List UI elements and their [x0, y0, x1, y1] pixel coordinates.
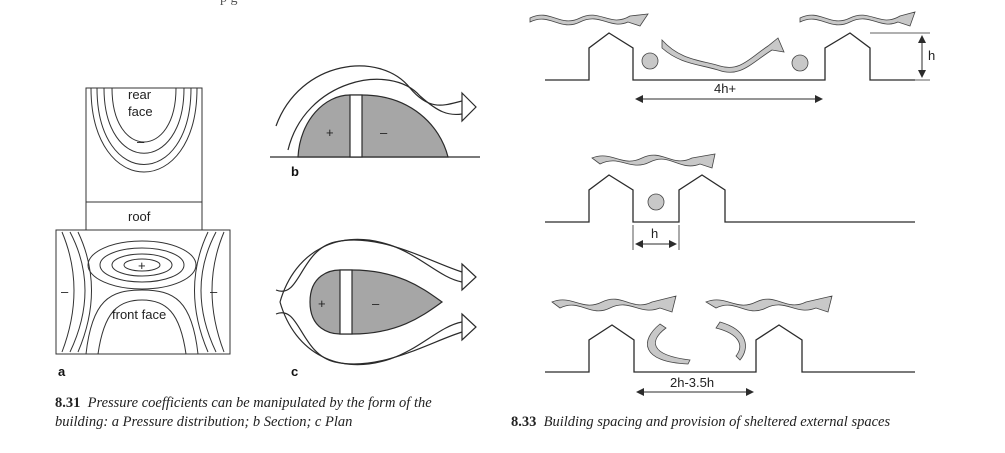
row3-buildings	[545, 324, 915, 373]
label-right-minus: –	[210, 284, 218, 299]
caption-831: 8.31 Pressure coefficients can be manipu…	[55, 394, 495, 432]
plan-building	[339, 269, 353, 335]
label-b-plus: +	[326, 125, 334, 140]
caption-831-line1: Pressure coefficients can be manipulated…	[87, 395, 432, 411]
front-face-box	[55, 229, 231, 355]
top-text-fragment: p g	[220, 0, 238, 7]
section-building	[349, 94, 363, 158]
plan-arrow-head-bottom	[461, 312, 477, 342]
label-rear-minus: –	[137, 134, 145, 149]
caption-831-line2: building: a Pressure distribution; b Sec…	[55, 414, 353, 430]
caption-833: 8.33 Building spacing and provision of s…	[511, 413, 991, 432]
fig-831a-pressure-distribution	[55, 87, 231, 355]
label-front-face: front face	[112, 307, 166, 322]
fig-833-row1	[545, 32, 930, 103]
fig-831b-section	[270, 65, 480, 158]
wind-ribbons-row3	[551, 295, 833, 365]
panel-label-a: a	[58, 364, 66, 379]
row2-buildings	[545, 174, 915, 223]
dim-h-row1: h	[928, 48, 935, 63]
dim-spacing-row3: 2h-3.5h	[670, 375, 714, 390]
fig-831c-plan	[275, 238, 477, 366]
panel-label-b: b	[291, 164, 299, 179]
caption-833-number: 8.33	[511, 414, 537, 430]
label-face: face	[128, 104, 153, 119]
fig-833-row3	[545, 324, 915, 396]
wind-ribbons-row1	[529, 11, 916, 73]
dim-4h-row1: 4h+	[714, 81, 736, 96]
section-shape	[297, 94, 449, 158]
wind-ribbons-row2	[591, 153, 716, 211]
label-b-minus: –	[380, 125, 388, 140]
label-left-minus: –	[61, 284, 69, 299]
label-rear: rear	[128, 87, 152, 102]
row1-buildings	[545, 32, 915, 81]
plan-arrow-head-top	[461, 262, 477, 292]
label-roof: roof	[128, 209, 151, 224]
dim-h-row2: h	[651, 226, 658, 241]
label-c-minus: –	[372, 296, 380, 311]
label-front-plus: +	[138, 258, 146, 273]
label-c-plus: +	[318, 296, 326, 311]
caption-833-text: Building spacing and provision of shelte…	[543, 414, 891, 430]
caption-831-number: 8.31	[55, 395, 81, 411]
fig-833-row2	[545, 174, 915, 250]
flow-arrow-head	[461, 91, 477, 123]
panel-label-c: c	[291, 364, 298, 379]
